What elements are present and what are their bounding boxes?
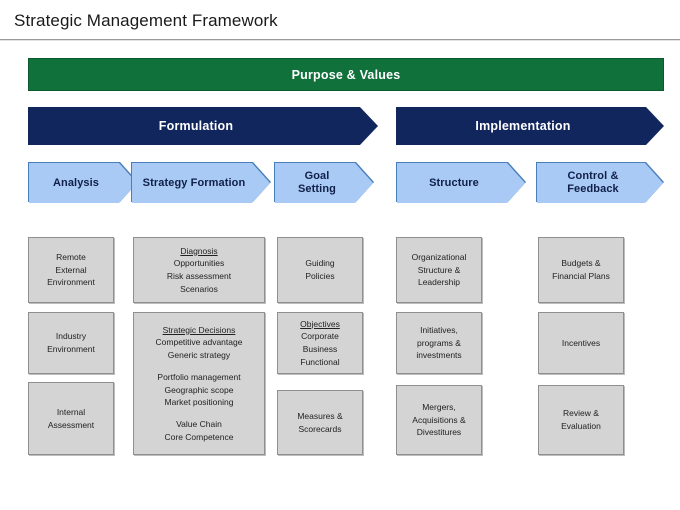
content-box-text: Budgets &Financial Plans	[552, 258, 610, 281]
subphase-chevron-analysis-label: Analysis	[52, 176, 100, 189]
phase-chevron-formulation[interactable]: Formulation	[28, 107, 378, 145]
content-box-text: Mergers,Acquisitions &Divestitures	[412, 401, 466, 438]
content-box-text: Initiatives,programs &investments	[416, 324, 462, 361]
purpose-values-banner: Purpose & Values	[28, 58, 664, 91]
subphase-chevron-strategy-formation-label: Strategy Formation	[142, 176, 246, 189]
content-box-text: Incentives	[561, 337, 601, 348]
content-box[interactable]: Review &Evaluation	[538, 385, 624, 455]
phase-chevron-implementation[interactable]: Implementation	[396, 107, 664, 145]
phase-chevron-formulation-label: Formulation	[158, 118, 234, 133]
content-box-text: Measures &Scorecards	[297, 410, 343, 434]
subphase-chevron-strategy-formation[interactable]: Strategy Formation	[132, 163, 270, 203]
content-box[interactable]: Measures &Scorecards	[277, 390, 363, 455]
subphase-chevron-structure[interactable]: Structure	[397, 163, 525, 203]
subphase-chevron-analysis[interactable]: Analysis	[29, 163, 137, 203]
purpose-values-label: Purpose & Values	[291, 67, 401, 82]
phase-chevron-implementation-label: Implementation	[475, 118, 571, 133]
page-title: Strategic Management Framework	[14, 11, 278, 30]
content-box-text: Review &Evaluation	[561, 408, 601, 431]
title-bar: Strategic Management Framework	[0, 0, 680, 41]
content-box[interactable]: Mergers,Acquisitions &Divestitures	[396, 385, 482, 455]
subphase-chevron-control-feedback[interactable]: Control &Feedback	[537, 163, 663, 203]
subphase-chevron-control-feedback-label: Control &Feedback	[567, 170, 619, 195]
subphase-chevron-structure-label: Structure	[429, 176, 479, 189]
content-box[interactable]: Incentives	[538, 312, 624, 374]
content-box[interactable]: Initiatives,programs &investments	[396, 312, 482, 374]
content-box[interactable]: Budgets &Financial Plans	[538, 237, 624, 303]
title-divider	[0, 39, 680, 41]
